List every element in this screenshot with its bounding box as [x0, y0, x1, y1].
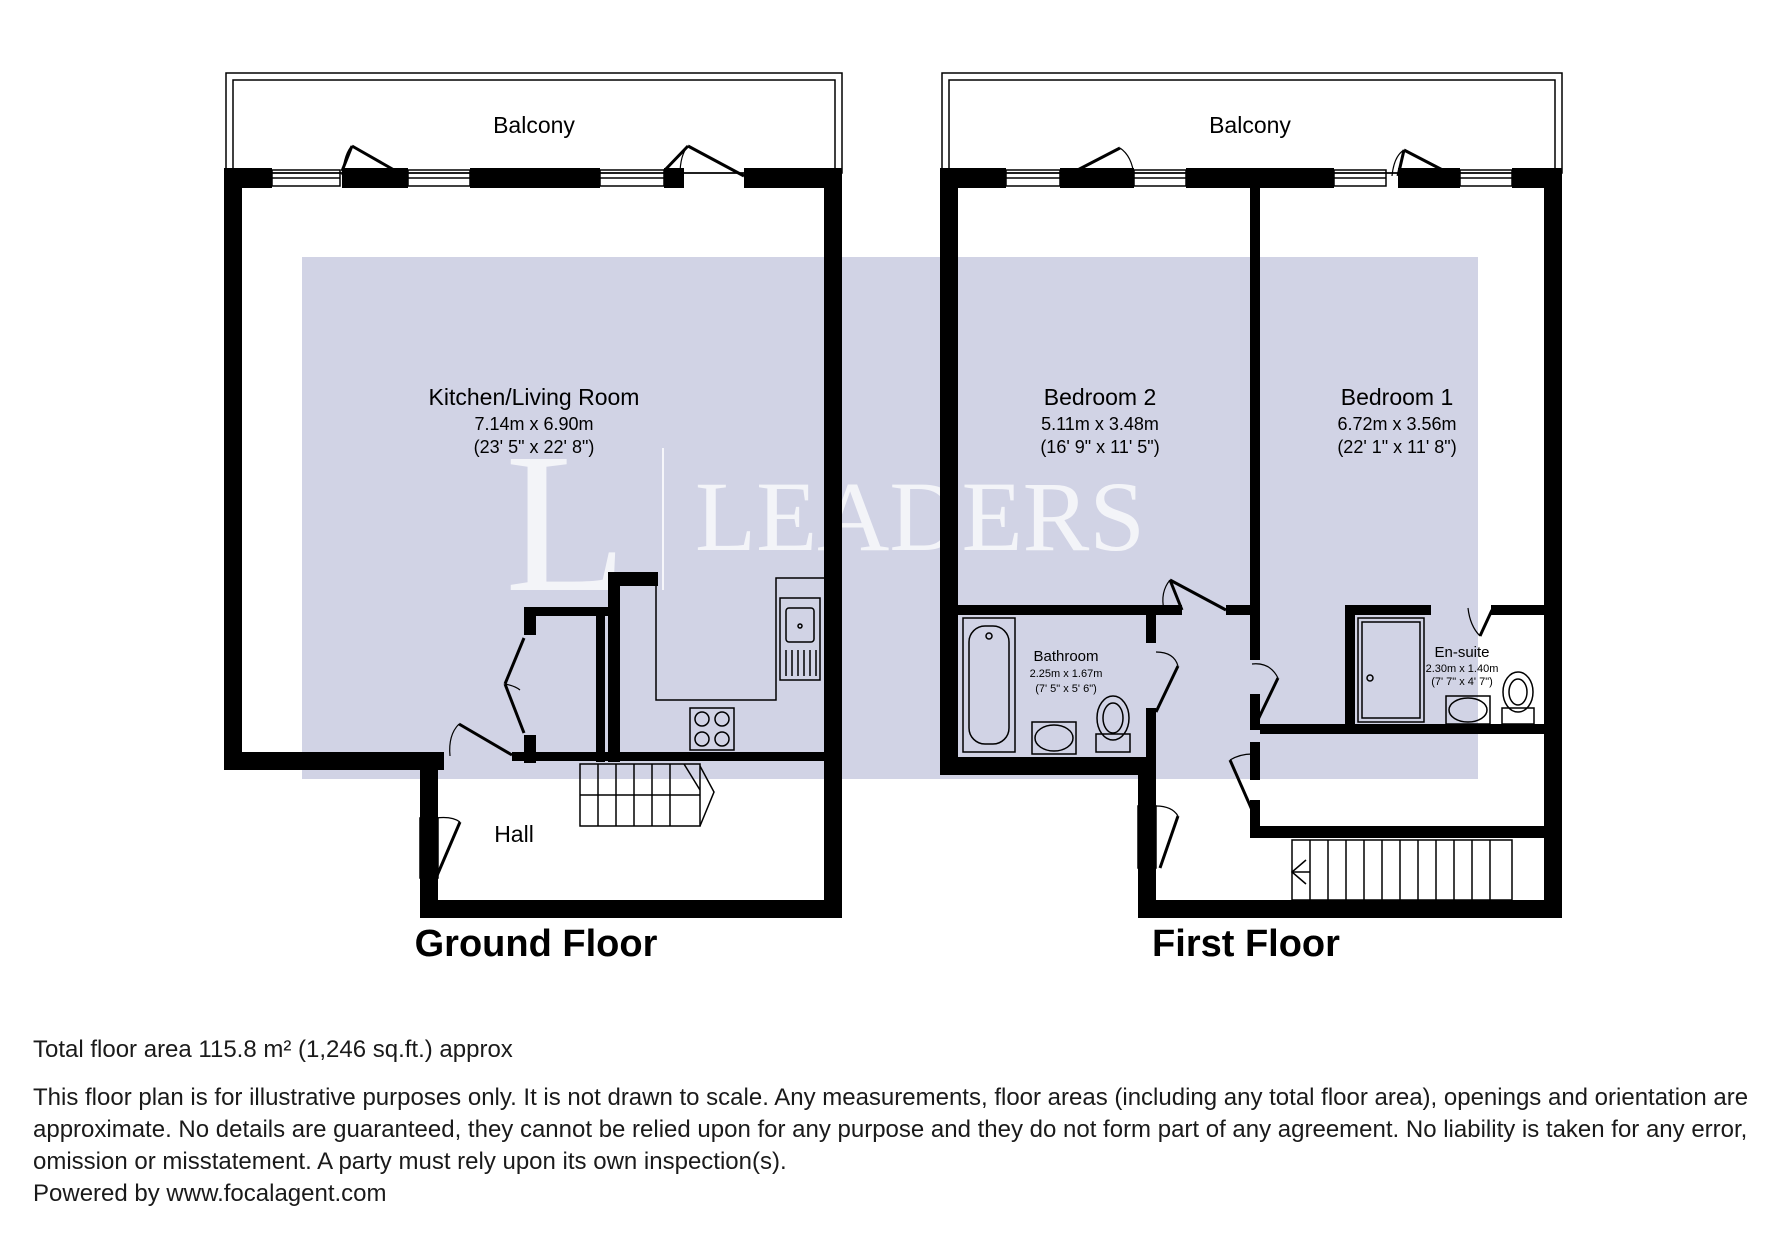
ground-balcony-doors: [340, 144, 745, 180]
floor-plan-diagram: L LEADERS: [224, 72, 1563, 965]
first-balcony-doors: [1065, 146, 1459, 180]
bathroom-name: Bathroom: [1033, 648, 1098, 665]
disclaimer-text: This floor plan is for illustrative purp…: [33, 1084, 1749, 1175]
bathroom-metric: 2.25m x 1.67m: [1030, 668, 1103, 680]
bedroom2-name: Bedroom 2: [1044, 384, 1157, 410]
first-floor-title: First Floor: [1152, 923, 1340, 965]
kitchen-living-metric: 7.14m x 6.90m: [474, 414, 593, 434]
ensuite-imperial: (7' 7" x 4' 7"): [1431, 676, 1493, 688]
kitchen-living-name: Kitchen/Living Room: [429, 384, 640, 410]
ensuite-name: En-suite: [1434, 644, 1489, 661]
ground-floor-title: Ground Floor: [415, 923, 658, 965]
ensuite-metric: 2.30m x 1.40m: [1426, 663, 1499, 675]
bedroom1-imperial: (22' 1" x 11' 8"): [1337, 437, 1456, 457]
ground-floor-plan: [224, 72, 843, 918]
total-floor-area: Total floor area 115.8 m² (1,246 sq.ft.)…: [33, 1036, 513, 1063]
sink: [779, 597, 821, 681]
first-stairs: [1290, 839, 1513, 901]
ground-windows: [271, 169, 665, 187]
bath: [962, 617, 1016, 753]
hall-label: Hall: [494, 821, 534, 847]
watermark-letter: L: [505, 413, 627, 634]
first-windows: [1005, 169, 1513, 187]
kitchen-living-imperial: (23' 5" x 22' 8"): [474, 437, 595, 457]
watermark-brand: LEADERS: [695, 461, 1145, 572]
ensuite-basin: [1445, 695, 1491, 725]
powered-by-text: Powered by www.focalagent.com: [33, 1180, 387, 1207]
first-balcony-label: Balcony: [1209, 112, 1291, 138]
bathroom-basin: [1031, 721, 1077, 755]
watermark-logo: L LEADERS: [505, 413, 1145, 634]
ensuite-toilet: [1501, 671, 1535, 725]
bathroom-imperial: (7' 5" x 5' 6"): [1035, 683, 1097, 695]
bedroom1-name: Bedroom 1: [1341, 384, 1454, 410]
bedroom2-imperial: (16' 9" x 11' 5"): [1040, 437, 1159, 457]
shower: [1357, 617, 1425, 723]
ground-balcony-label: Balcony: [493, 112, 575, 138]
ground-stairs: [579, 763, 715, 827]
bathroom-toilet: [1095, 695, 1131, 753]
bedroom1-metric: 6.72m x 3.56m: [1337, 414, 1456, 434]
first-floor-plan: [940, 72, 1563, 918]
watermark-band: [302, 257, 1478, 779]
hob: [689, 707, 735, 751]
bedroom2-metric: 5.11m x 3.48m: [1041, 414, 1159, 434]
